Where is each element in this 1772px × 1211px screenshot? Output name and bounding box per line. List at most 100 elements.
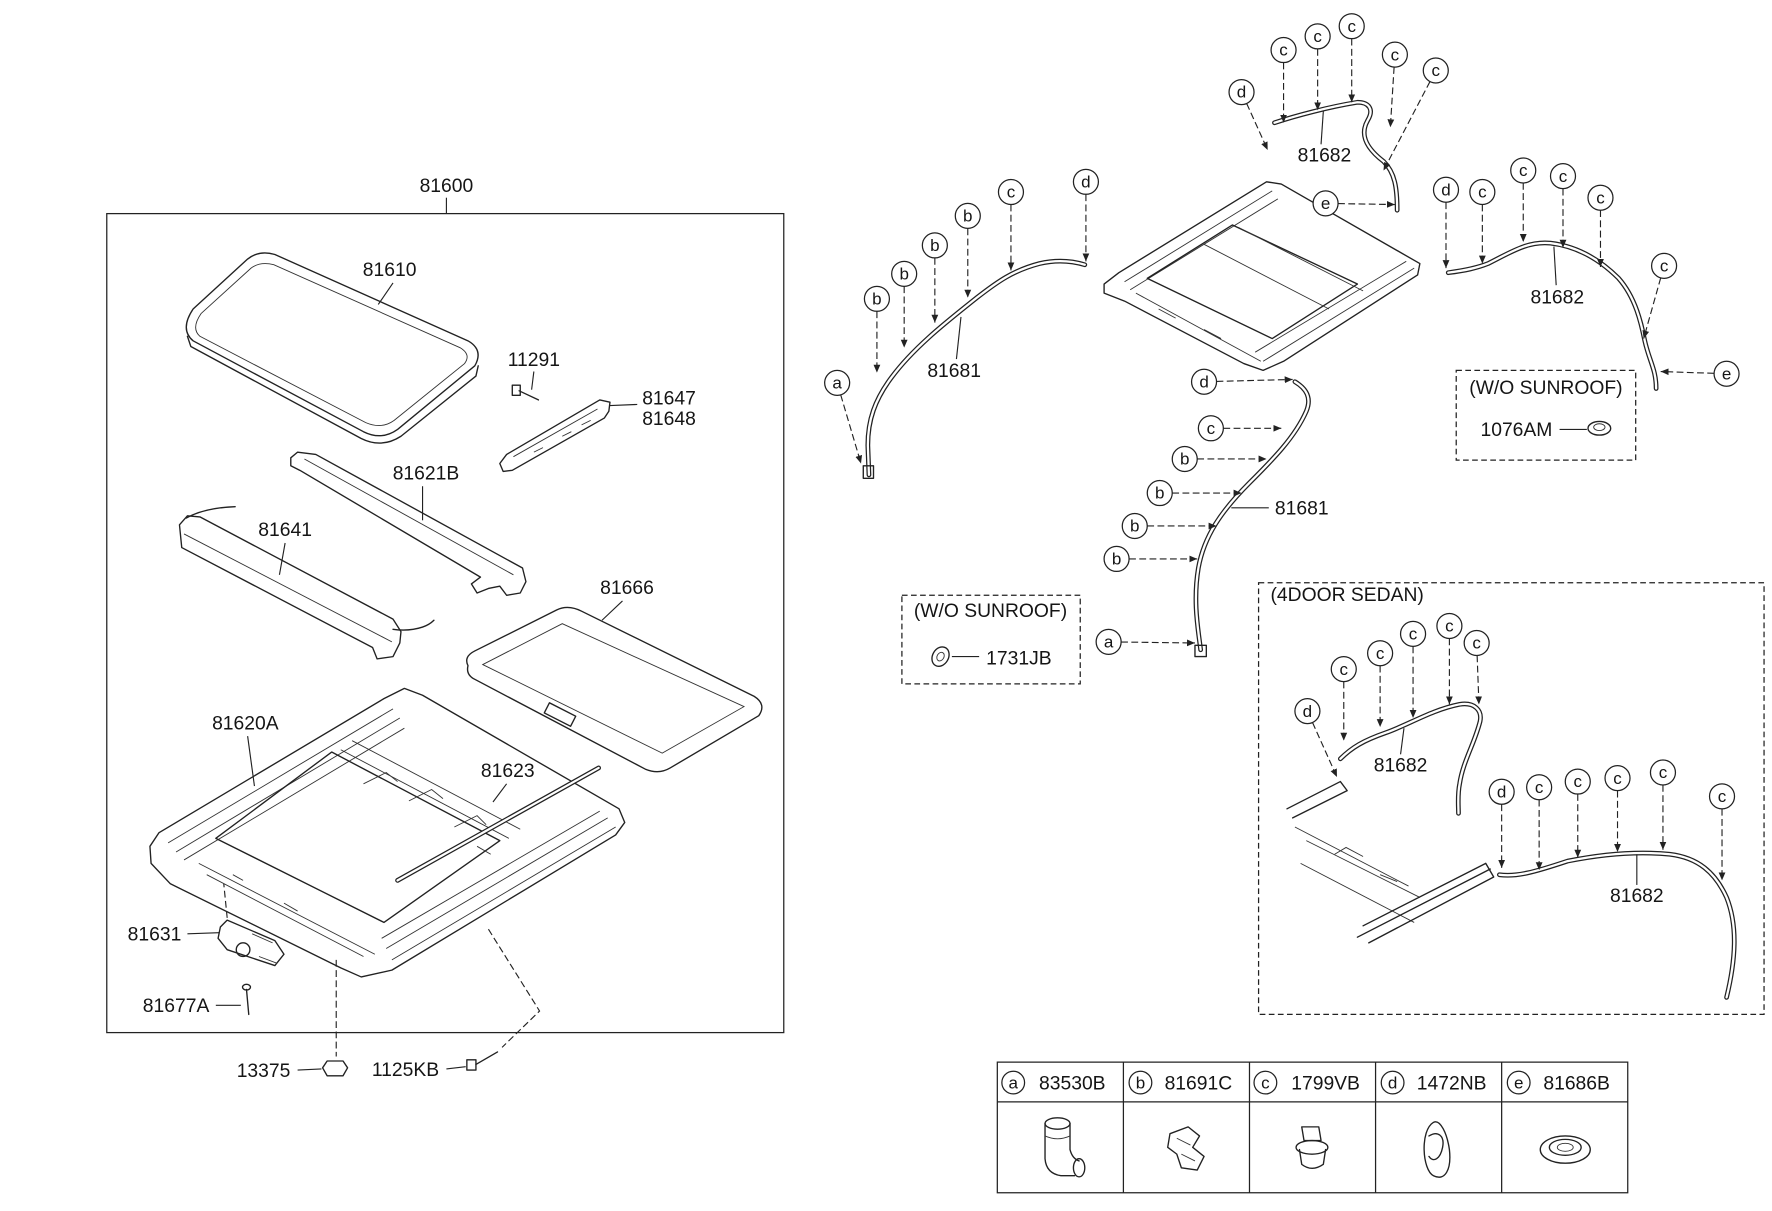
sedan-hose-side [1496, 850, 1737, 1000]
seal-drawing [395, 765, 602, 883]
hose-front-top-leader [1320, 111, 1324, 145]
callout-marker: c [1197, 415, 1282, 442]
roof-frame-rails [1124, 190, 1415, 362]
callout-marker: c [997, 178, 1025, 271]
callout-marker: c [1549, 163, 1577, 248]
callout-letter: c [1445, 617, 1454, 636]
callout-letter: e [1321, 194, 1330, 213]
callout-leader [1121, 639, 1195, 647]
hose-front-top-part-number: 81682 [1298, 145, 1352, 166]
sedan-hose-side-part-number: 81682 [1610, 886, 1664, 907]
assembly-box [106, 212, 785, 1034]
callout-leader [1387, 67, 1395, 128]
hose-end-fitting [1194, 644, 1208, 658]
callout-marker: c [1708, 783, 1736, 881]
callout-letter: b [1180, 450, 1189, 469]
callout-circle [1095, 628, 1122, 655]
callout-circle [1436, 612, 1463, 640]
callout-circle [1121, 512, 1148, 540]
callout-circle [1708, 783, 1736, 810]
sedan-hose-front [1337, 701, 1483, 816]
sunshade-outline [466, 606, 763, 773]
screw-drawing [241, 983, 252, 1016]
callout-letter: d [1199, 372, 1208, 391]
legend-cell-e: e 81686B [1506, 1070, 1610, 1164]
bolt-shank [518, 390, 540, 401]
callout-circle [1549, 163, 1577, 190]
callout-circle [891, 260, 918, 287]
callout-marker: b [1121, 512, 1217, 540]
callout-marker: c [1642, 252, 1678, 339]
callout-circle [1381, 41, 1409, 68]
callout-letter: d [1303, 702, 1312, 721]
bracket-part-number-2: 81648 [642, 409, 696, 430]
hose-inner [1498, 851, 1736, 999]
callout-circle [1294, 698, 1321, 725]
legend-cell-c: c 1799VB [1253, 1070, 1360, 1170]
bolt-head [511, 384, 521, 397]
callout-letter: c [1596, 188, 1605, 207]
wo-sunroof-right-part-number: 1076AM [1480, 420, 1552, 441]
legend-letter-circle [1128, 1070, 1153, 1095]
motor-gear [235, 942, 251, 958]
callout-marker: b [1171, 445, 1267, 473]
callout-letter: d [1081, 172, 1090, 191]
callout-letter: c [1313, 27, 1322, 46]
callout-circle [1197, 415, 1224, 442]
roof-frame-sketch [1103, 181, 1421, 372]
callout-circle [1171, 445, 1198, 473]
legend-part-number: 1472NB [1417, 1073, 1487, 1094]
frame-leader [247, 736, 256, 787]
roof-frame-outline [1103, 181, 1421, 372]
callout-marker: c [1526, 774, 1553, 871]
callout-circle [824, 369, 851, 396]
callout-leader [840, 394, 863, 464]
frame-bolt-shank [475, 1051, 499, 1066]
frame-bolt-leader [446, 1066, 466, 1070]
hose-inner [1339, 702, 1482, 815]
callout-leader [1383, 81, 1431, 171]
plug-inner [1593, 423, 1606, 432]
legend-part-number: 81691C [1165, 1073, 1233, 1094]
bracket-part-number-1: 81647 [642, 388, 696, 409]
callout-marker: b [1146, 479, 1242, 507]
callout-leader [1642, 277, 1662, 339]
callout-circle [1488, 778, 1515, 805]
legend-part-number: 1799VB [1291, 1073, 1360, 1094]
loose-fasteners: 13375 1125KB [237, 928, 541, 1082]
callout-circle [1510, 157, 1537, 184]
callout-marker: b [1103, 545, 1198, 573]
callout-marker: e [1660, 360, 1740, 387]
legend-letter-circle [1506, 1070, 1531, 1095]
frame-bolt-part-number: 1125KB [372, 1060, 439, 1081]
callout-circle [1399, 620, 1427, 648]
nut-part-number: 13375 [237, 1061, 291, 1082]
callout-marker: c [1463, 629, 1490, 705]
grommet-icon [1539, 1135, 1591, 1164]
callout-letter: c [1519, 161, 1528, 180]
sedan-hose-front-leader [1399, 728, 1405, 755]
roof-frame-cross [1135, 226, 1364, 362]
callout-circle [1270, 36, 1297, 64]
callout-marker: b [921, 232, 948, 323]
callout-letter: e [1722, 364, 1731, 383]
callout-letter: c [1535, 778, 1544, 797]
drain-hose-section: 81682 81681 81682 81681 (W/O SUNROOF) 10… [824, 13, 1765, 1016]
legend-letter-circle [1253, 1070, 1278, 1095]
wo-sunroof-right-frame [1455, 369, 1637, 461]
sunshade-part-number: 81666 [600, 578, 654, 599]
callout-circle [1564, 768, 1591, 795]
callout-circle [1190, 368, 1218, 395]
front-frame-drawing [290, 451, 527, 596]
sedan-hose-front-part-number: 81682 [1374, 755, 1428, 776]
sunshade-drawing [466, 606, 763, 773]
grommet-inner [936, 651, 945, 662]
deflector-leader [278, 542, 286, 575]
hose-front-top [1272, 99, 1400, 213]
callout-circle [1103, 545, 1130, 573]
callout-letter: b [899, 264, 908, 283]
callout-letter: c [1432, 61, 1441, 80]
callout-circle [1338, 13, 1365, 40]
callout-marker: c [1338, 13, 1365, 103]
callout-letter: c [1207, 419, 1216, 438]
